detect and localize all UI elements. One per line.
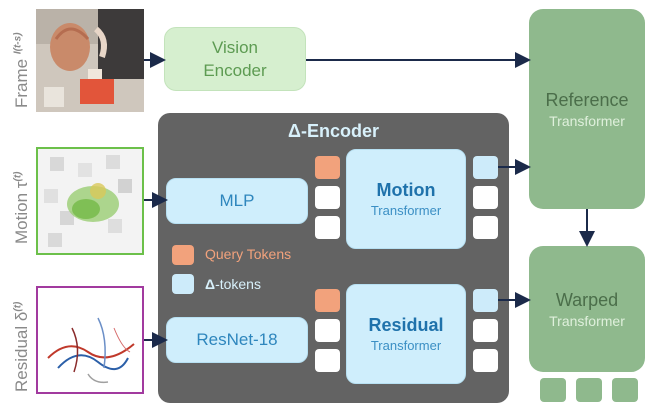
vision-encoder-line2: Encoder (203, 61, 267, 80)
residual-transformer-box: Residual Transformer (346, 284, 466, 384)
motion-query-token (315, 156, 340, 179)
motion-transformer-title: Motion (376, 180, 436, 200)
motion-image-art (38, 149, 142, 253)
motion-output-token-2 (473, 186, 498, 209)
motion-input-token-1 (315, 186, 340, 209)
residual-image-art (38, 288, 142, 392)
output-token-3 (612, 378, 638, 402)
delta-encoder-title: Δ-Encoder (288, 121, 379, 141)
vision-encoder-box: Vision Encoder (164, 27, 306, 91)
residual-label-symbol: δ (12, 311, 31, 322)
frame-label-sup: I(t-s) (12, 32, 24, 55)
vision-encoder-line1: Vision (212, 38, 258, 57)
frame-image (36, 9, 144, 112)
warped-transformer-subtitle: Transformer (549, 312, 625, 329)
motion-label-sup: (t) (12, 171, 24, 182)
legend-delta-symbol: Δ (205, 276, 216, 292)
motion-image (36, 147, 144, 255)
residual-transformer-title: Residual (368, 315, 444, 335)
motion-transformer-box: Motion Transformer (346, 149, 466, 249)
motion-output-token (473, 156, 498, 179)
frame-label: Frame I(t-s) (12, 32, 32, 108)
mlp-label: MLP (219, 191, 255, 210)
residual-output-token-2 (473, 319, 498, 342)
output-token-2 (576, 378, 602, 402)
residual-label: Residual δ(t) (12, 302, 32, 392)
frame-label-text: Frame (12, 58, 31, 108)
reference-transformer-box: Reference Transformer (529, 9, 645, 209)
residual-label-text: Residual (12, 325, 31, 392)
resnet-label: ResNet-18 (196, 330, 278, 349)
motion-input-token-2 (315, 216, 340, 239)
residual-query-token (315, 289, 340, 312)
warped-transformer-box: Warped Transformer (529, 246, 645, 372)
motion-label: Motion τ(t) (12, 172, 32, 244)
residual-image (36, 286, 144, 394)
reference-transformer-subtitle: Transformer (549, 112, 625, 129)
resnet-box: ResNet-18 (166, 317, 308, 363)
legend-query-swatch (172, 245, 194, 265)
residual-output-token-3 (473, 349, 498, 372)
residual-label-sup: (t) (12, 301, 24, 312)
reference-transformer-title: Reference (545, 89, 629, 110)
legend-query-label: Query Tokens (205, 246, 292, 262)
residual-input-token-1 (315, 319, 340, 342)
motion-output-token-3 (473, 216, 498, 239)
residual-input-token-2 (315, 349, 340, 372)
residual-output-token (473, 289, 498, 312)
legend-delta-label: Δ-tokens (205, 276, 261, 292)
motion-label-text: Motion (12, 192, 31, 244)
residual-transformer-subtitle: Transformer (370, 338, 442, 353)
motion-label-symbol: τ (12, 181, 31, 189)
frame-image-art (36, 9, 144, 112)
legend-delta-suffix: -tokens (215, 276, 261, 292)
warped-transformer-title: Warped (555, 289, 619, 310)
mlp-box: MLP (166, 178, 308, 224)
output-token-1 (540, 378, 566, 402)
legend-delta-swatch (172, 274, 194, 294)
motion-transformer-subtitle: Transformer (370, 203, 442, 218)
